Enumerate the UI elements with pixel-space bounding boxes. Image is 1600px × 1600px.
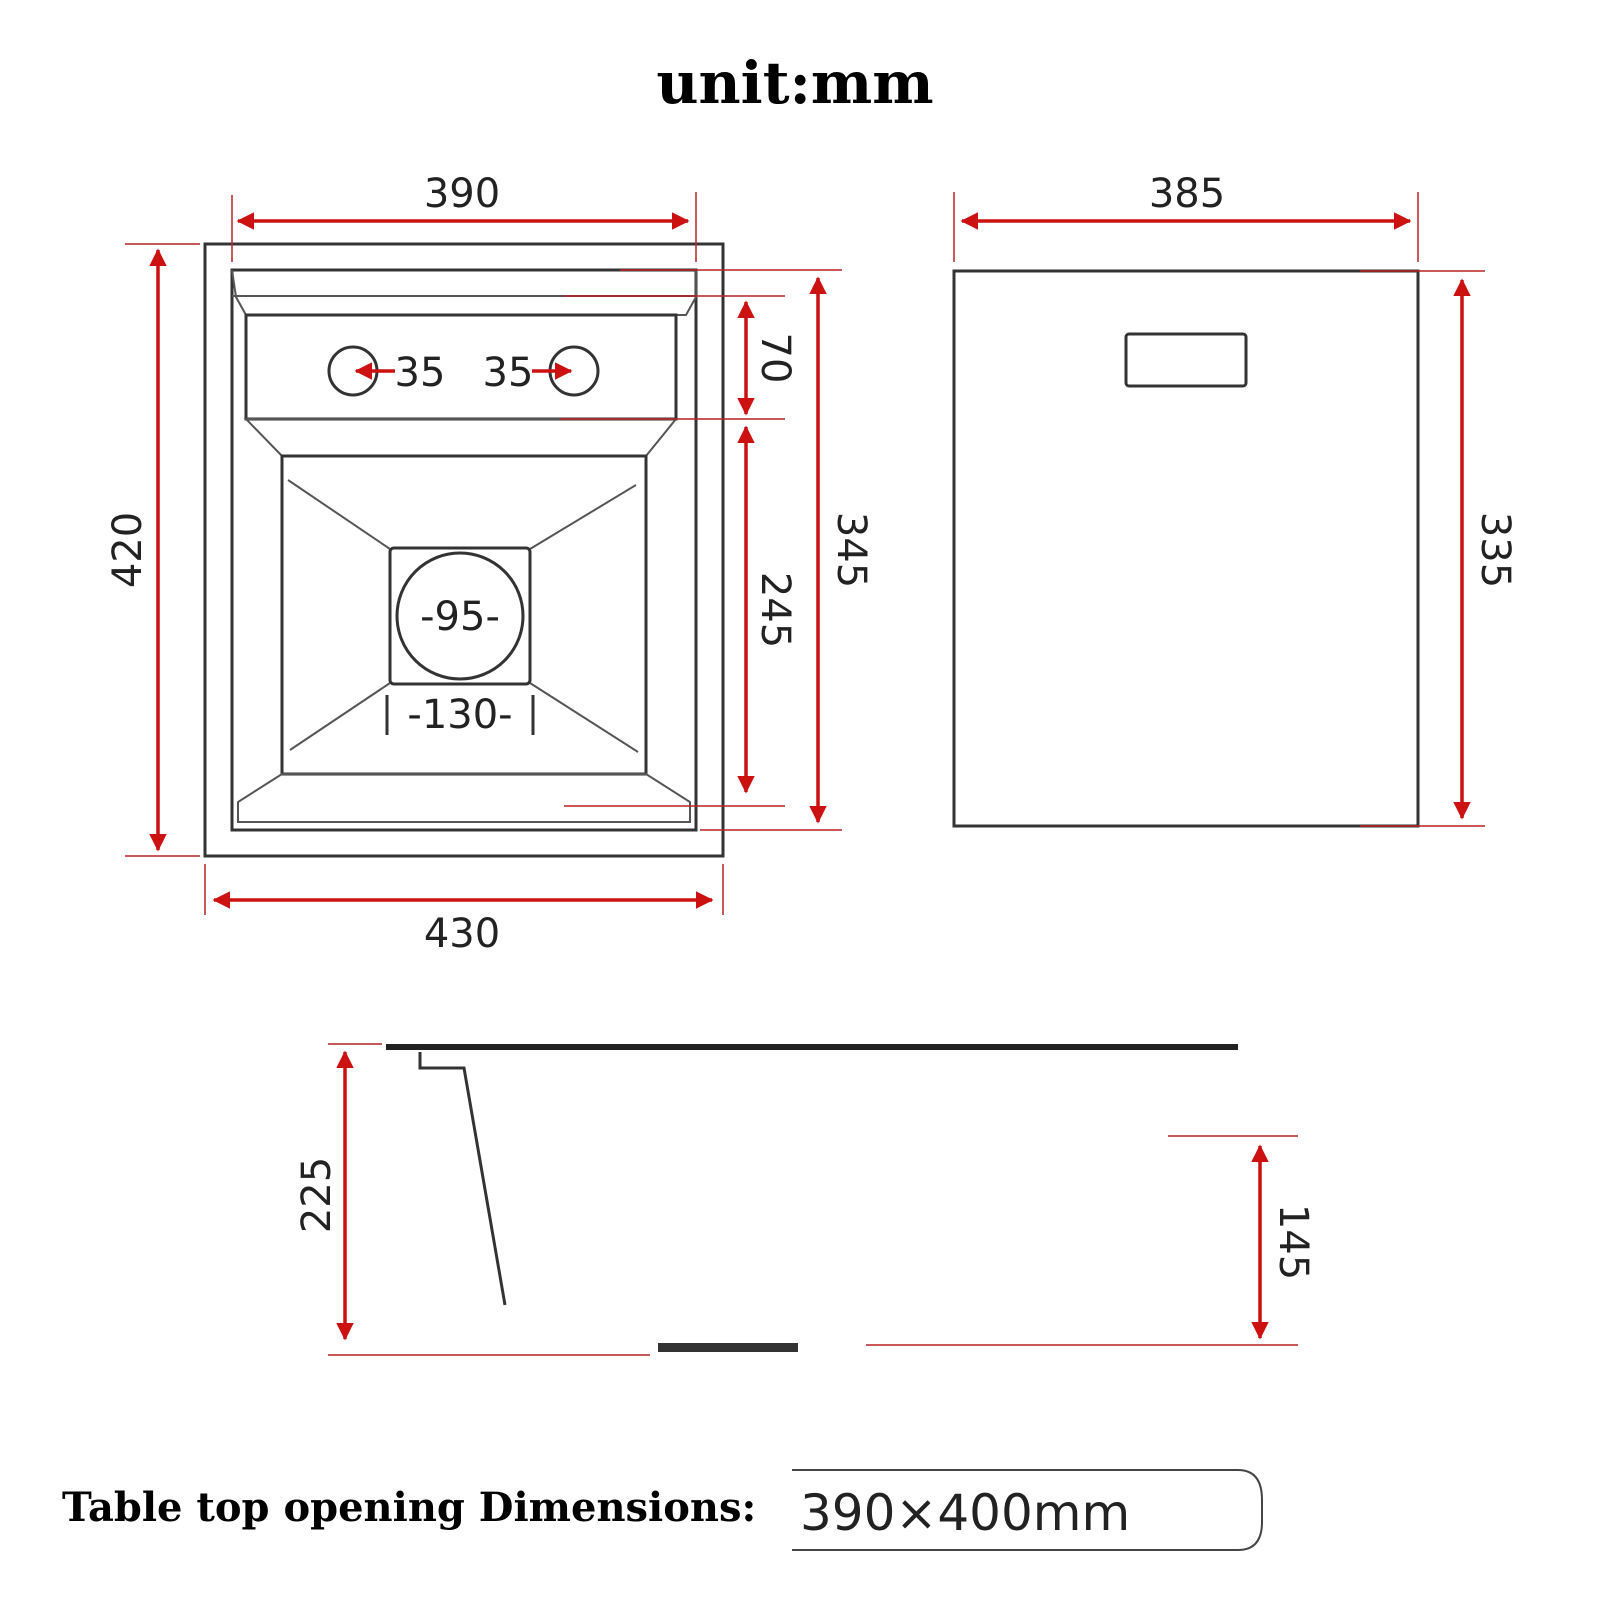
label-outer-depth: 420 — [105, 512, 151, 588]
sink-outer-flange — [203, 242, 725, 858]
sink-inner-rim — [230, 268, 698, 832]
label-shelf-drop: 145 — [1270, 1204, 1316, 1280]
drain-circle — [395, 551, 525, 681]
label-faucet-left: 35 — [395, 350, 446, 396]
label-drain-diameter: -95- — [420, 594, 500, 640]
side-view: 385 335 — [952, 171, 1518, 828]
faucet-shelf — [244, 313, 678, 421]
front-top-flange — [386, 1044, 1238, 1050]
side-panel-slot — [1124, 332, 1248, 388]
bowl-lower-bevel — [237, 773, 691, 823]
bowl-upper-bevel — [243, 418, 679, 457]
label-inner-width: 390 — [424, 171, 500, 217]
front-bowl-profile — [418, 1052, 507, 1306]
footer: Table top opening Dimensions: 390×400mm — [62, 1469, 1263, 1551]
shelf-top-bevel — [231, 269, 697, 316]
label-faucet-right: 35 — [483, 350, 534, 396]
unit-title: unit:mm — [656, 49, 933, 117]
bowl-diag-tl — [287, 479, 391, 550]
label-outer-width: 430 — [424, 911, 500, 957]
side-panel — [952, 269, 1420, 828]
opening-dimensions-value: 390×400mm — [800, 1484, 1130, 1542]
drain-box — [388, 546, 532, 686]
front-drain-outlet — [658, 1343, 798, 1352]
label-shelf-depth: 70 — [752, 333, 798, 384]
front-view: 225 145 — [294, 1043, 1316, 1356]
label-side-height: 335 — [1472, 512, 1518, 588]
label-drain-box: -130- — [407, 692, 512, 738]
opening-dimensions-box — [792, 1469, 1263, 1551]
bowl-diag-bl — [289, 682, 391, 751]
bowl-diag-tr — [529, 484, 637, 550]
top-view: 390 430 420 345 70 245 35 35 -95- -130- — [105, 171, 874, 957]
label-side-width: 385 — [1149, 171, 1225, 217]
label-inner-depth: 345 — [828, 512, 874, 588]
label-bowl-depth: 245 — [752, 572, 798, 648]
label-total-depth: 225 — [294, 1157, 340, 1233]
opening-dimensions-label: Table top opening Dimensions: — [62, 1484, 756, 1531]
bowl-diag-br — [529, 682, 639, 753]
